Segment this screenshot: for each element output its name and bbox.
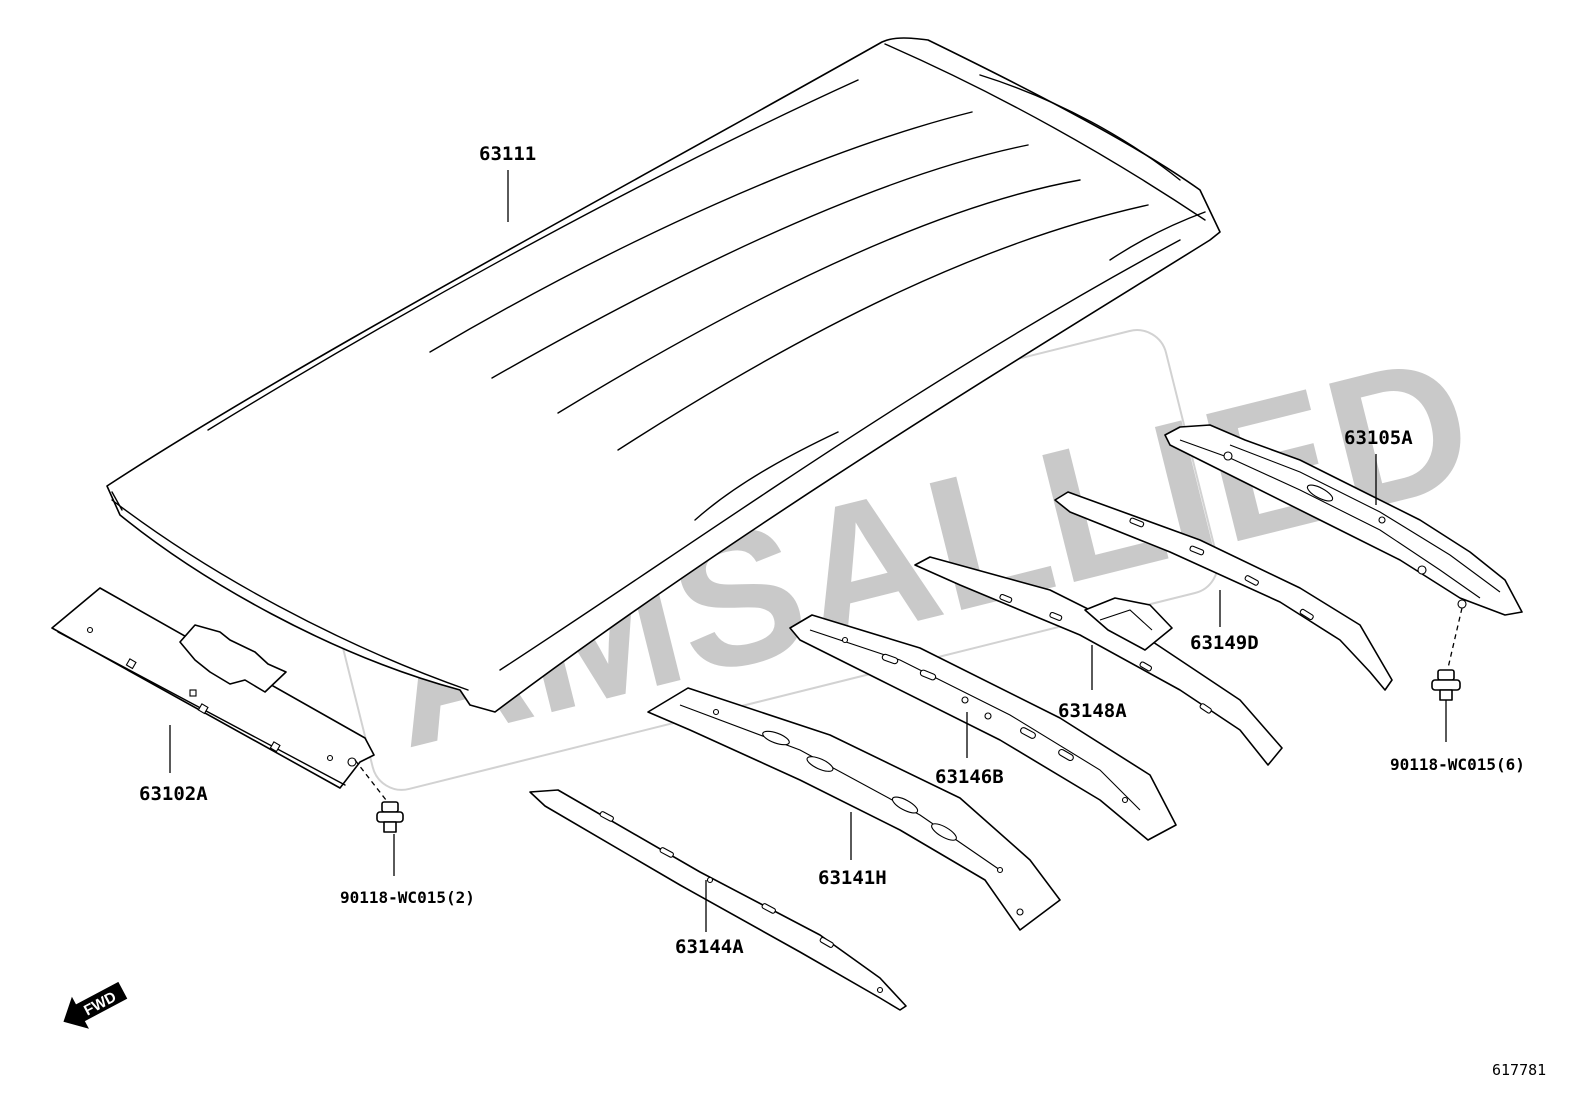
fwd-arrow-icon: FWD [63, 981, 128, 1029]
leader-lines [169, 170, 1447, 932]
label-63111: 63111 [479, 143, 536, 165]
roof-bow-63149D[interactable] [1054, 491, 1393, 691]
figure-number: 617781 [1492, 1061, 1546, 1079]
roof-bow-63148A[interactable] [914, 556, 1283, 766]
roof-panel-63111[interactable] [106, 37, 1221, 713]
label-63149D: 63149D [1190, 632, 1259, 654]
label-63146B: 63146B [935, 766, 1004, 788]
front-roof-rail-63102A[interactable] [51, 587, 375, 789]
roof-bow-63141H[interactable] [647, 687, 1061, 931]
label-90118-WC015-6: 90118-WC015(6) [1390, 755, 1525, 774]
label-63105A: 63105A [1344, 427, 1413, 449]
bolt-90118-WC015-6[interactable] [1431, 607, 1463, 701]
label-63141H: 63141H [818, 867, 887, 889]
rear-roof-header-63105A[interactable] [1164, 424, 1523, 616]
label-63148A: 63148A [1058, 700, 1127, 722]
bolt-90118-WC015-2[interactable] [354, 759, 404, 833]
roof-bow-63146B[interactable] [789, 614, 1177, 841]
label-63102A: 63102A [139, 783, 208, 805]
roof-bow-63144A[interactable] [529, 789, 907, 1011]
label-90118-WC015-2: 90118-WC015(2) [340, 888, 475, 907]
label-63144A: 63144A [675, 936, 744, 958]
